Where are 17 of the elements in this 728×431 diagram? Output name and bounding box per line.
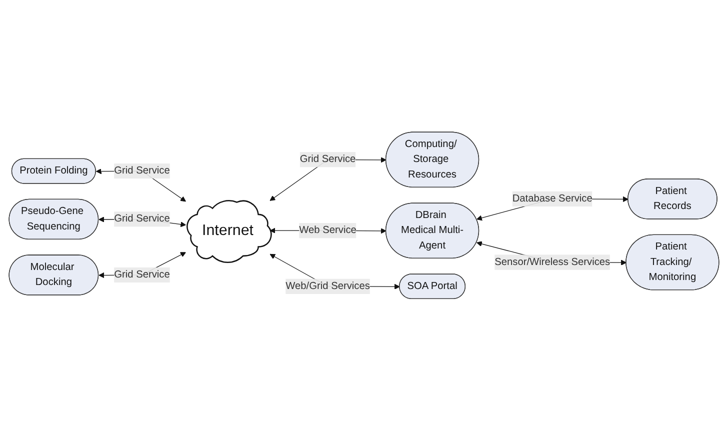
ellipse-node: Pseudo-Gene Sequencing (8, 199, 99, 240)
edge-label: Grid Service (114, 212, 170, 227)
ellipse-node: Protein Folding (11, 158, 96, 184)
edge-label: Grid Service (114, 164, 170, 179)
edge-label: Grid Service (114, 267, 170, 283)
ellipse-node: SOA Portal (399, 274, 466, 300)
ellipse-node: Patient Records (628, 178, 718, 220)
edge-label: Sensor/Wireless Services (494, 254, 610, 270)
ellipse-node: DBrain Medical Multi-Agent (385, 202, 480, 259)
cloud-node: Internet (186, 200, 272, 264)
ellipse-node: Patient Tracking/ Monitoring (626, 234, 720, 290)
edge-label: Grid Service (300, 152, 356, 168)
edge-label: Web Service (299, 223, 356, 238)
ellipse-node: Molecular Docking (8, 254, 99, 296)
edge-label: Database Service (512, 191, 592, 207)
ellipse-node: Computing/ Storage Resources (385, 132, 480, 188)
edge-label: Web/Grid Services (286, 278, 370, 294)
